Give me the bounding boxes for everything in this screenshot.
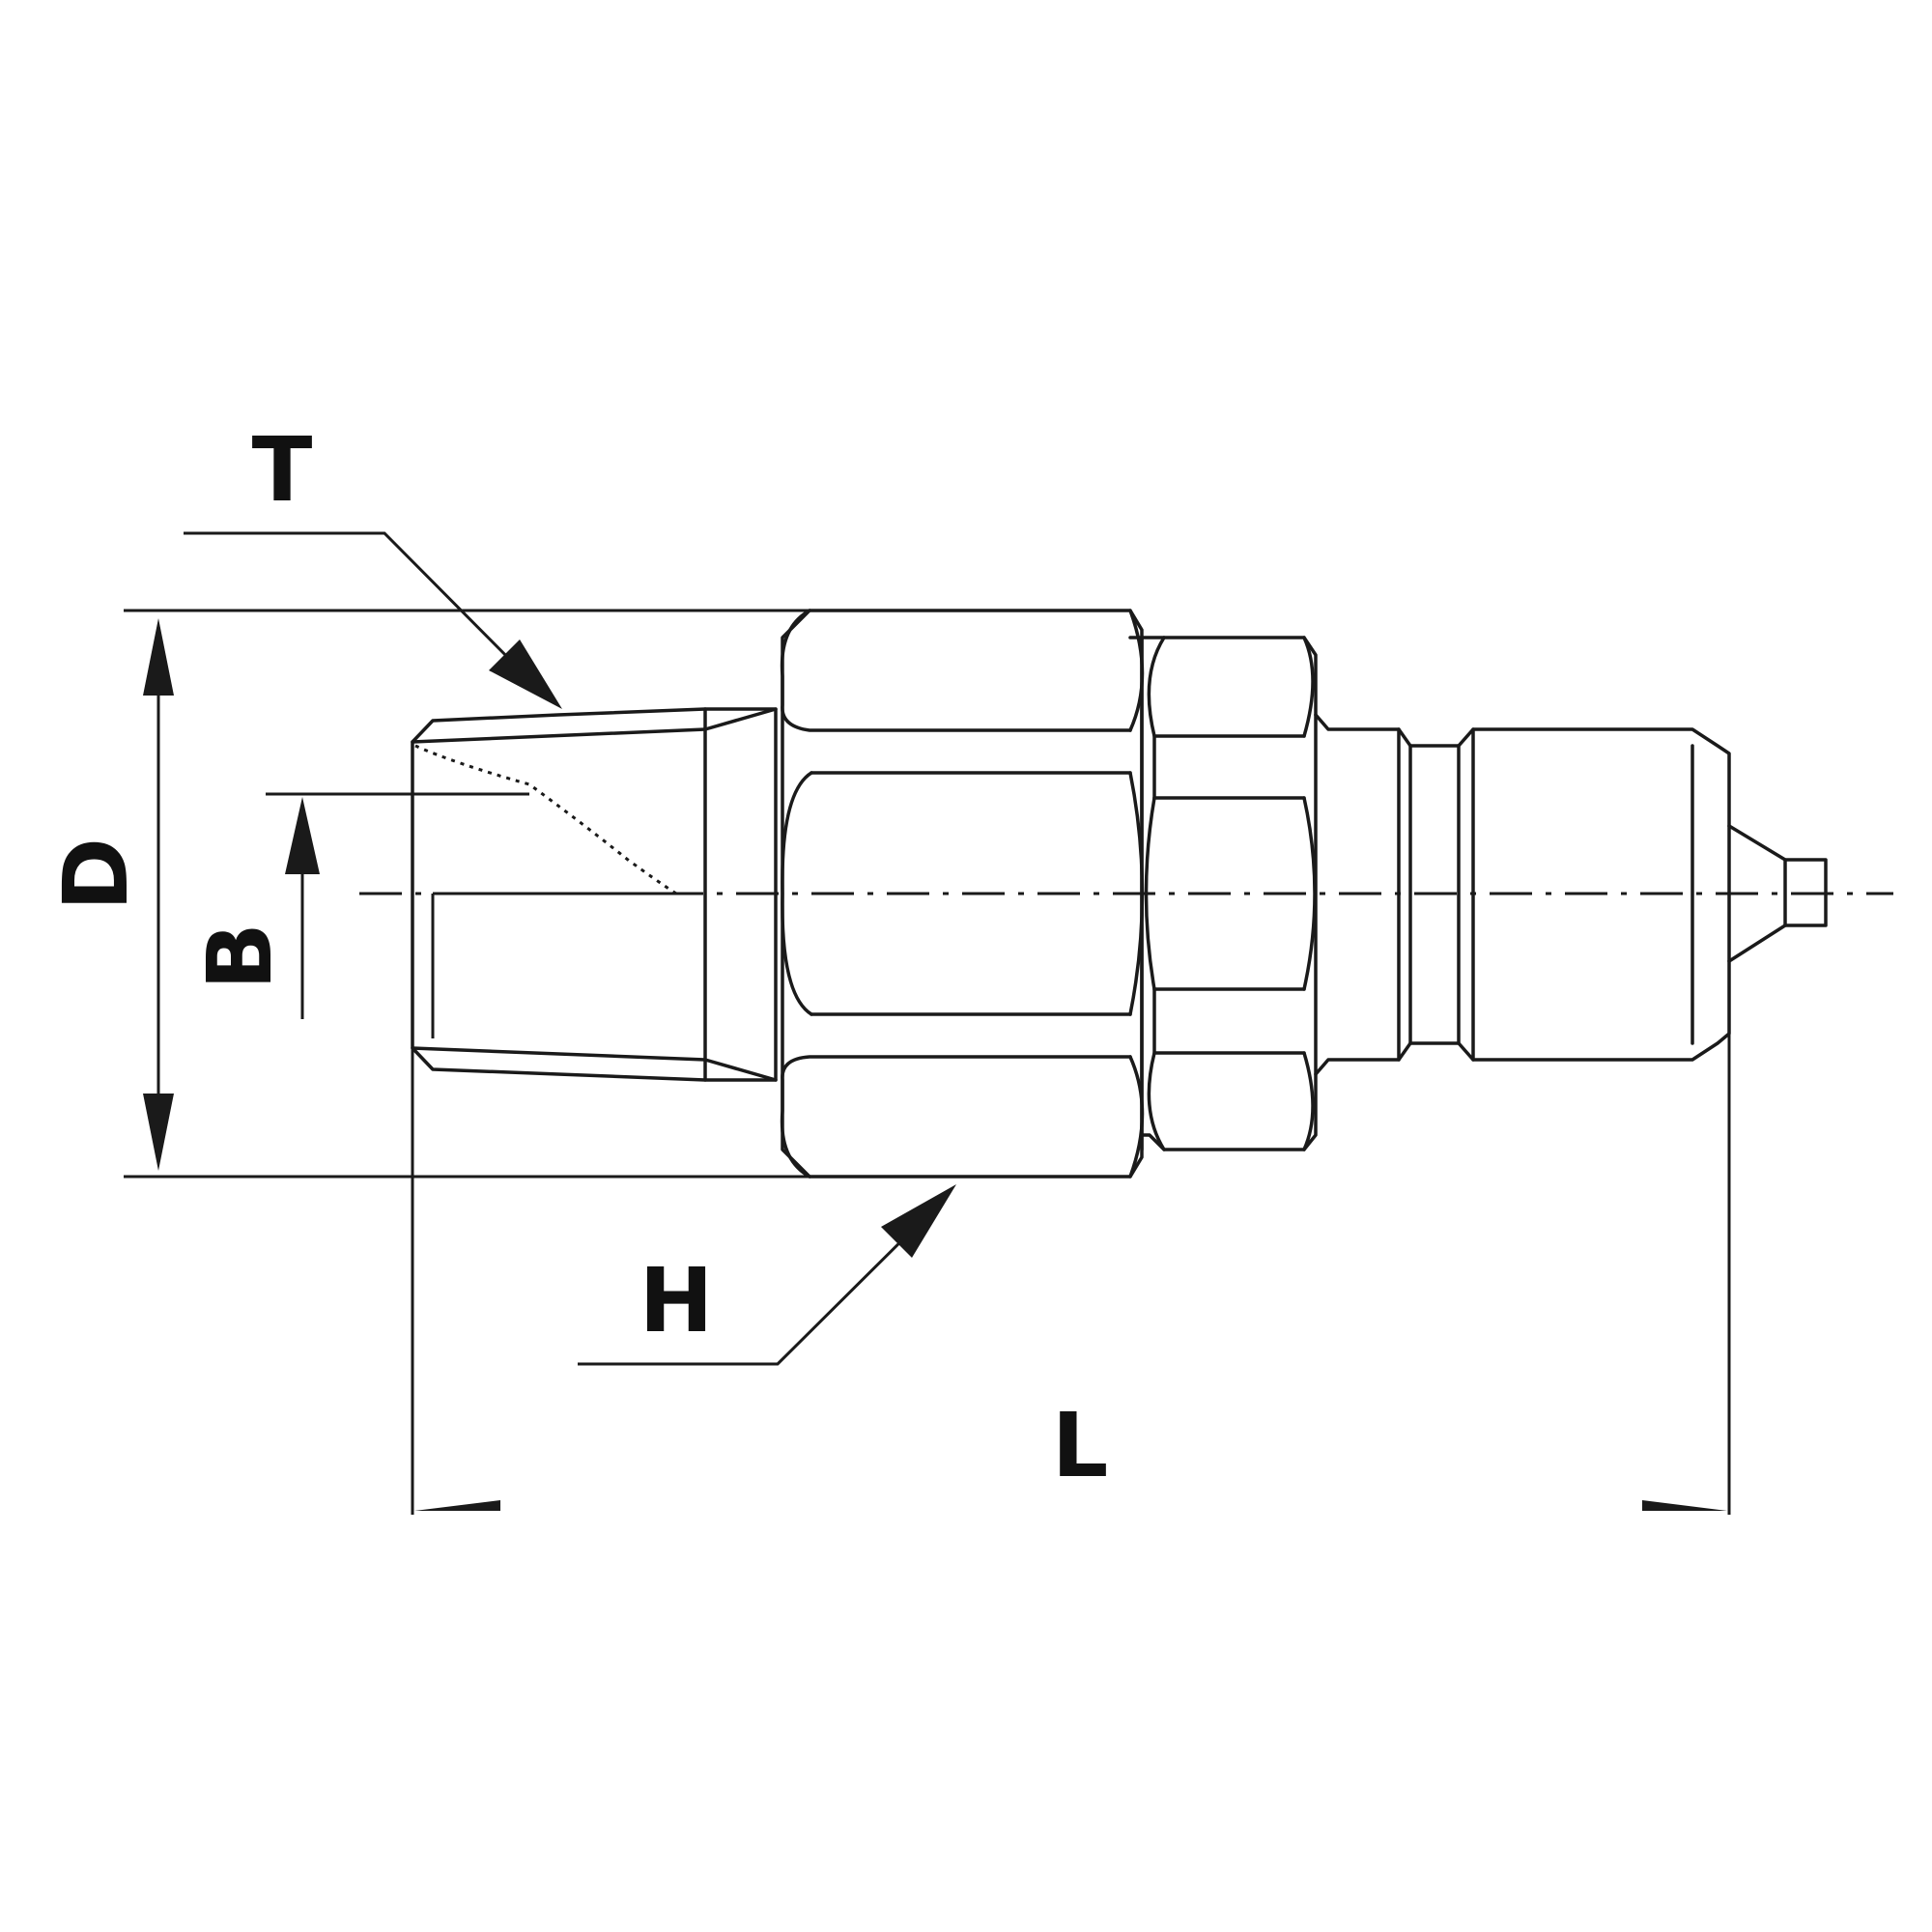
large-hex-body bbox=[780, 609, 1145, 1179]
arrow-h bbox=[881, 1184, 956, 1258]
arrow-d-top bbox=[143, 618, 174, 696]
arrow-l-right bbox=[1642, 1500, 1727, 1511]
arrow-t bbox=[489, 639, 562, 709]
thread-root-hidden-line bbox=[414, 744, 677, 895]
small-hex-body bbox=[1128, 636, 1318, 1151]
dimension-lines bbox=[124, 531, 1731, 1515]
leader-h bbox=[578, 1213, 929, 1366]
label-d: D bbox=[44, 838, 148, 911]
label-l: L bbox=[1052, 1394, 1109, 1497]
plug-nipple bbox=[1314, 713, 1828, 1076]
arrow-d-bottom bbox=[143, 1094, 174, 1171]
leader-t bbox=[184, 531, 528, 678]
arrow-l-left bbox=[414, 1500, 500, 1511]
arrow-b bbox=[285, 797, 320, 874]
label-t: T bbox=[252, 418, 313, 522]
threaded-end bbox=[411, 707, 778, 1082]
label-b: B bbox=[188, 923, 292, 990]
label-h: H bbox=[639, 1249, 714, 1352]
